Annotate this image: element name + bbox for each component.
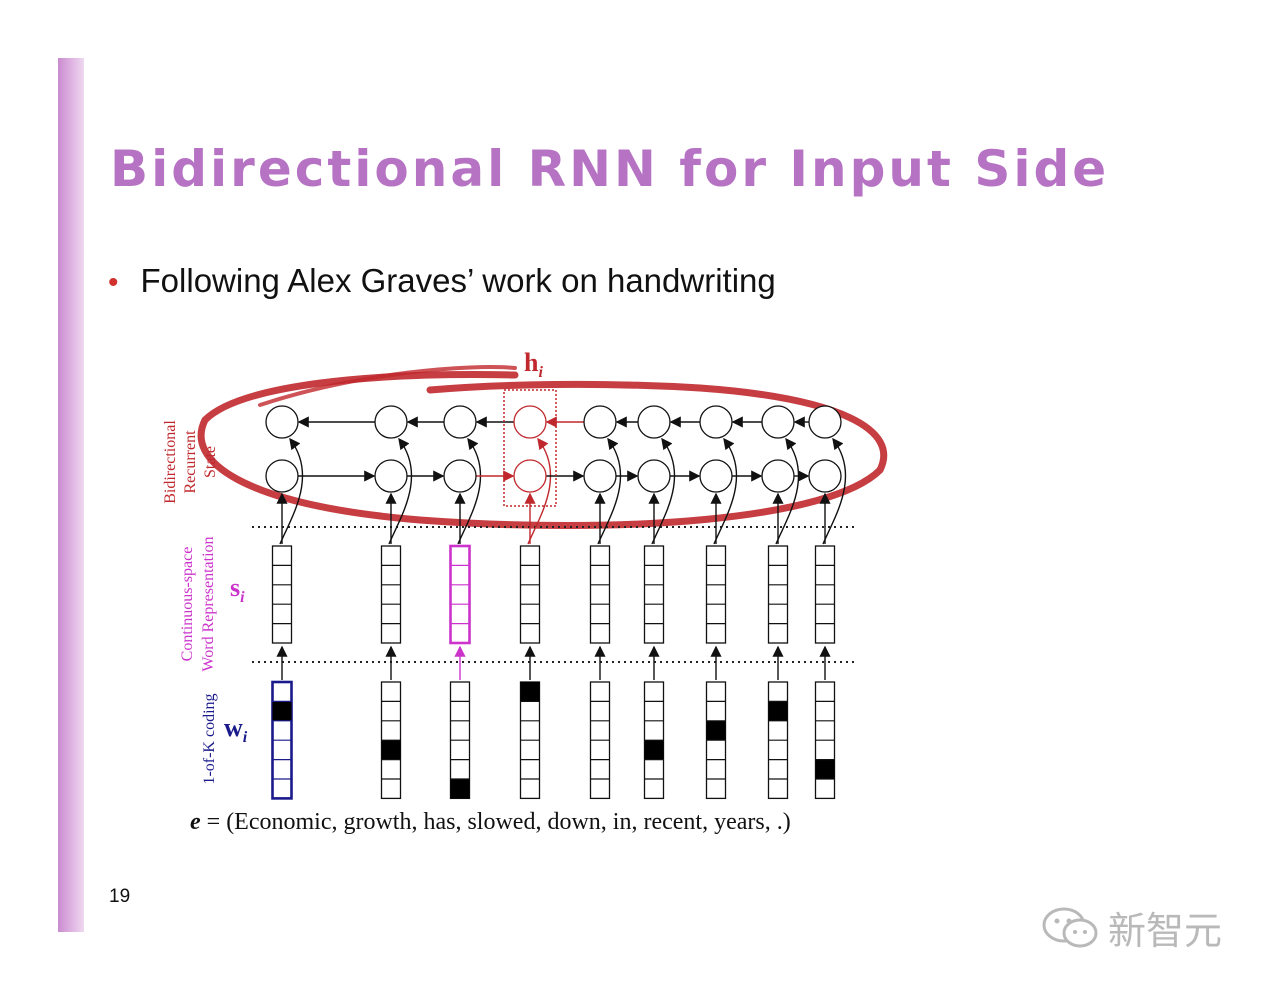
coding-label: 1-of-K coding [201, 693, 218, 784]
word-vector-column [380, 545, 402, 644]
forward-state-node [583, 459, 617, 493]
s-symbol: si [230, 573, 245, 606]
backward-state-node [761, 405, 795, 439]
w-symbol: wi [224, 713, 248, 746]
input-arrow-backward [279, 437, 304, 545]
input-arrow-backward [457, 437, 482, 545]
h-column-highlight-box [503, 389, 557, 507]
sentence-caption: e = (Economic, growth, has, slowed, down… [190, 809, 791, 835]
forward-state-node [443, 459, 477, 493]
forward-state-node [808, 459, 842, 493]
sentence-variable: e [190, 809, 201, 835]
backward-state-node [637, 405, 671, 439]
word-vector-column [449, 544, 471, 645]
one-hot-active-cell [644, 740, 664, 760]
bullet-item: • Following Alex Graves’ work on handwrit… [108, 262, 776, 300]
h-symbol: hi [524, 348, 543, 381]
backward-state-node [808, 405, 842, 439]
input-arrow-backward [388, 437, 413, 545]
page-number: 19 [109, 886, 131, 907]
w-symbol-letter: w [224, 713, 243, 742]
s-symbol-letter: s [230, 573, 240, 602]
bullet-dot-icon: • [108, 266, 119, 299]
word-vector-column [519, 545, 541, 644]
backward-state-node [513, 405, 547, 439]
backward-state-node [265, 405, 299, 439]
input-arrow-backward [775, 437, 800, 545]
state-label-line-2: Recurrent [182, 430, 199, 494]
s-symbol-subscript: i [240, 589, 245, 606]
state-label-line-1: Bidirectional [162, 420, 179, 504]
one-hot-active-cell [450, 779, 470, 799]
one-hot-active-cell [706, 720, 726, 741]
forward-state-node [374, 459, 408, 493]
word-rep-label-line-2: Word Representation [200, 536, 217, 671]
input-arrow-backward [713, 437, 738, 545]
input-arrow-backward [597, 437, 622, 545]
h-symbol-letter: h [524, 348, 539, 377]
forward-state-node [761, 459, 795, 493]
one-hot-active-cell [815, 759, 835, 779]
word-vector-column [814, 545, 836, 644]
word-vector-column [705, 545, 727, 644]
word-representation-label: Continuous-space Word Representation [179, 536, 217, 671]
word-vector-column [767, 545, 789, 644]
input-arrow-backward [651, 437, 676, 545]
backward-state-node [699, 405, 733, 439]
slide-title: Bidirectional RNN for Input Side [110, 140, 1110, 198]
one-hot-active-cell [768, 701, 788, 721]
input-arrow-backward [527, 437, 552, 545]
one-hot-active-cell [520, 682, 540, 702]
word-vector-column [643, 545, 665, 644]
watermark-text: 新智元 [1108, 909, 1223, 953]
state-label-line-3: State [202, 446, 219, 478]
h-highlight-ellipse [197, 371, 888, 530]
word-vector-column [589, 545, 611, 644]
bidirectional-recurrent-state-label: Bidirectional Recurrent State [162, 420, 219, 504]
wechat-icon [1042, 907, 1098, 947]
slide-accent-bar [58, 58, 84, 932]
forward-state-node [699, 459, 733, 493]
word-rep-label-line-1: Continuous-space [179, 547, 196, 662]
backward-state-node [374, 405, 408, 439]
sentence-text: = (Economic, growth, has, slowed, down, … [201, 809, 791, 835]
input-arrow-backward [822, 437, 847, 545]
one-hot-active-cell [272, 701, 292, 721]
forward-state-node [513, 459, 547, 493]
bullet-text: Following Alex Graves’ work on handwriti… [140, 262, 776, 299]
backward-state-node [583, 405, 617, 439]
forward-state-node [637, 459, 671, 493]
h-symbol-subscript: i [538, 364, 543, 381]
w-symbol-subscript: i [243, 729, 248, 746]
h-highlight-ellipse-stroke [258, 365, 517, 407]
backward-state-node [443, 405, 477, 439]
wechat-watermark: 新智元 [1040, 900, 1222, 955]
word-vector-column [271, 545, 293, 644]
one-hot-active-cell [381, 740, 401, 760]
forward-state-node [265, 459, 299, 493]
